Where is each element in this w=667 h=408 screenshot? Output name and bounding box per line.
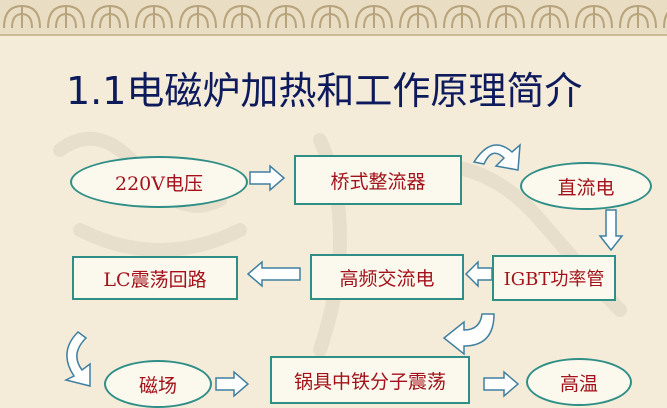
arrow-magnetic-to-pot xyxy=(215,370,250,398)
arrow-dc-to-igbt xyxy=(598,209,624,252)
curved-arrow-lc-to-magnetic xyxy=(63,331,91,387)
page-title: 1.1电磁炉加热和工作原理简介 xyxy=(66,69,583,113)
decorative-border xyxy=(0,0,667,36)
node-lc: LC震荡回路 xyxy=(72,256,238,300)
node-voltage: 220V电压 xyxy=(70,156,248,208)
node-magnetic: 磁场 xyxy=(104,360,212,408)
arrow-pot-to-heat xyxy=(483,370,520,398)
node-rectifier: 桥式整流器 xyxy=(294,155,462,205)
arrow-igbt-to-hfac xyxy=(464,260,493,288)
node-dc: 直流电 xyxy=(520,162,652,210)
curved-arrow-rectifier-to-dc xyxy=(472,143,521,171)
node-hf-ac: 高频交流电 xyxy=(310,254,464,300)
curved-arrow-igbt-bottom xyxy=(442,313,495,356)
arrow-voltage-to-rectifier xyxy=(249,164,286,192)
node-igbt: IGBT功率管 xyxy=(492,255,616,301)
pattern-border-icon xyxy=(0,0,667,32)
node-heat: 高温 xyxy=(526,358,632,406)
node-pot-molecules: 锅具中铁分子震荡 xyxy=(270,356,470,404)
arrow-hfac-to-lc xyxy=(246,260,301,288)
